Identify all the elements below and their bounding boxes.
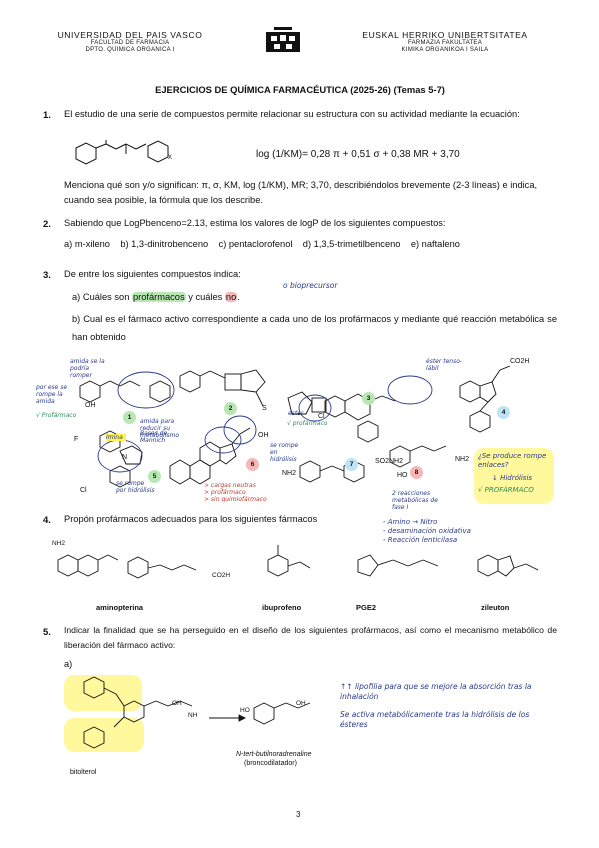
q1-text: El estudio de una serie de compuestos pe…: [64, 109, 520, 119]
compound-1-badge: 1: [123, 411, 136, 424]
q1-equation: log (1/KM)= 0,28 π + 0,51 σ + 0,38 MR + …: [256, 149, 460, 160]
header-left: UNIVERSIDAD DEL PAIS VASCO FACULTAD DE F…: [57, 30, 203, 53]
compound-4-badge: 4: [497, 406, 510, 419]
note-8d: √ PROFÁRMACO: [478, 486, 534, 494]
q1-number: 1.: [43, 110, 51, 121]
q2-option-a: a) m-xileno: [64, 239, 110, 249]
compound-6-badge: 6: [246, 458, 259, 471]
q2-option-d: d) 1,3,5-trimetilbenceno: [302, 239, 401, 249]
q4-number: 4.: [43, 515, 51, 526]
q5-sub-a: a): [64, 659, 73, 669]
label-nh2-7: NH2: [282, 470, 297, 477]
q5-structures: [83, 676, 311, 749]
q3-part-b: b) Cual es el fármaco activo correspondi…: [72, 314, 557, 342]
q2-options: a) m-xileno b) 1,3-dinitrobenceno c) pen…: [64, 236, 564, 252]
q2-text: Sabiendo que LogPbenceno=2.13, estima lo…: [64, 218, 446, 228]
label-f-5: F: [74, 436, 79, 443]
q5-note-2: Se activa metabólicamente tras la hidról…: [340, 710, 530, 729]
q2-number: 2.: [43, 219, 51, 230]
compound-3-badge: 3: [362, 392, 375, 405]
label-ho-8: HO: [397, 472, 408, 479]
note-3: éster tenso-lábil: [426, 358, 463, 372]
q1-text2: Menciona qué son y/o significan: π, σ, K…: [64, 180, 538, 205]
label-cl-3: Cl: [318, 413, 325, 420]
prodrug-highlight: profármacos: [131, 292, 186, 302]
note-5c: se rompe por hidrólisis: [116, 480, 155, 494]
label-oh-1: OH: [85, 402, 96, 409]
q1-substituent-label: X: [168, 155, 173, 161]
label-oh-q5: OH: [172, 700, 182, 707]
label-co2h-q4: CO2H: [212, 572, 231, 579]
q4-text: Propón profármacos adecuados para los si…: [64, 514, 318, 524]
q3-text: De entre los siguientes compuestos indic…: [64, 269, 241, 279]
q4-structures: [57, 545, 539, 579]
bitolterol-label: bitolterol: [70, 769, 97, 776]
broncodilatador-label: (broncodilatador): [244, 760, 297, 767]
compound-7-badge: 7: [345, 458, 358, 471]
note-8c: ↓ Hidrólisis: [492, 474, 533, 482]
note-2: éster: [288, 410, 304, 417]
q3-part-a: a) Cuáles son profármacos y cuáles no.: [72, 292, 240, 302]
drug-pge2: PGE2: [356, 603, 377, 612]
header-right: EUSKAL HERRIKO UNIBERTSITATEA FARMAZIA F…: [362, 30, 528, 53]
label-co2h-4: CO2H: [510, 358, 530, 365]
compound-8-badge: 8: [410, 466, 423, 479]
university-logo: [262, 26, 304, 54]
drug-ibuprofeno: ibuprofeno: [262, 603, 302, 612]
no-highlight: no: [224, 292, 238, 302]
q2-option-e: e) naftaleno: [410, 239, 460, 249]
note-1d: Bases de Mannich: [140, 430, 168, 444]
q3-annotation-bioprecursor: o bioprecursor: [283, 281, 338, 290]
compound-2-badge: 2: [224, 402, 237, 415]
q5-note-1: ↑↑ lipofilia para que se mejore la absor…: [340, 682, 532, 701]
q2-option-c: c) pentaclorofenol: [218, 239, 293, 249]
q3-number: 3.: [43, 270, 51, 281]
document-title: EJERCICIOS DE QUÍMICA FARMACÉUTICA (2025…: [155, 84, 445, 95]
note-5b: amida para reducir su metabolismo: [140, 418, 180, 439]
note-1b: por ese se rompe la amida: [36, 384, 68, 405]
label-ho-q5: HO: [240, 707, 250, 714]
label-n-5: N: [122, 454, 128, 461]
note-6b: > cargas neutras: [204, 482, 256, 489]
note-8b: ¿Se produce rompe enlaces?: [478, 452, 547, 469]
yellow-highlight-8: [474, 448, 554, 504]
drug-aminopterina: aminopterina: [96, 603, 144, 612]
label-so2nh2-7: SO2NH2: [375, 458, 404, 465]
label-nh2-q4: NH2: [52, 540, 66, 547]
compound-5-badge: 5: [148, 470, 161, 483]
note-6: se rompe en hidrólisis: [270, 442, 299, 463]
q5-text: Indicar la finalidad que se ha perseguid…: [64, 625, 557, 650]
label-nh2-8: NH2: [455, 456, 470, 463]
note-6d: > sin quimiofármaco: [204, 496, 267, 503]
drug-zileuton: zileuton: [481, 603, 510, 612]
note-6c: > profármaco: [204, 489, 246, 496]
note-5: Imina: [106, 434, 126, 441]
label-oh-q5-right: OH: [296, 700, 306, 707]
q3-structures: [79, 365, 511, 488]
q2-option-b: b) 1,3-dinitrobenceno: [120, 239, 209, 249]
label-oh-6: OH: [258, 432, 269, 439]
note-2b: √ profármaco: [287, 420, 328, 427]
tert-butilnoradrenaline-label: N-tert-butilnoradrenaline: [236, 751, 312, 758]
note-8: 2 reacciones metabólicas de fase I: [392, 490, 438, 511]
q4-notes: - Amino → Nitro - desaminación oxidativa…: [383, 518, 471, 544]
note-1: amida se la podría romper: [70, 358, 105, 379]
university-logo-icon: [266, 27, 300, 52]
label-s-2: S: [262, 405, 267, 412]
q5-number: 5.: [43, 627, 51, 638]
label-cl-5: Cl: [80, 487, 87, 494]
page-number: 3: [296, 810, 301, 819]
note-1c: √ Profármaco: [36, 412, 77, 419]
label-nh-q5: NH: [188, 712, 198, 719]
q1-structure: [75, 140, 169, 165]
